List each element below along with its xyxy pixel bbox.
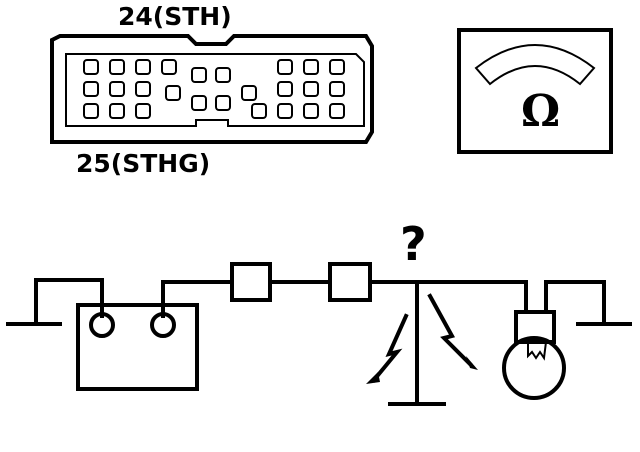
wire-battery-fuse — [161, 280, 234, 318]
connector-pin-block-icon — [50, 34, 374, 144]
fuse-icon — [230, 262, 272, 302]
connector-pins — [83, 59, 345, 119]
ohm-symbol: Ω — [521, 86, 560, 137]
connector-bottom-label: 25(STHG) — [76, 149, 210, 178]
connector-top-label: 24(STH) — [118, 2, 232, 31]
battery-icon — [76, 303, 199, 391]
fuse-icon — [328, 262, 372, 302]
question-mark: ? — [400, 217, 427, 271]
wire-left — [34, 278, 104, 324]
wire-lamp-ground — [544, 280, 606, 324]
bulb-icon — [502, 310, 566, 400]
ohmmeter-icon — [457, 28, 613, 154]
lightning-bolt-icon — [366, 313, 409, 384]
lightning-bolt-icon — [427, 293, 478, 370]
wire-fuse-lamp — [368, 280, 528, 314]
